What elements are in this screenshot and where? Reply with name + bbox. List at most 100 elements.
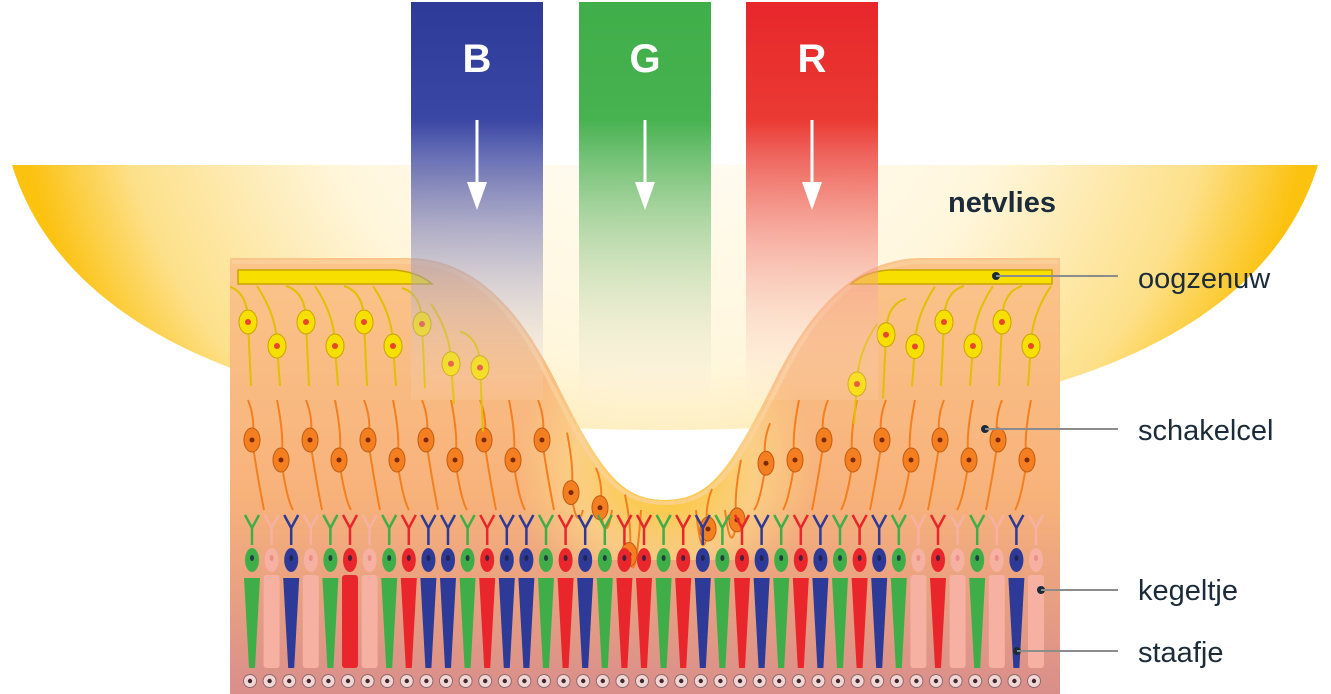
cone-cell: [381, 514, 398, 668]
label-rod-text: staafje: [1138, 637, 1223, 669]
pigment-cell: [458, 674, 473, 688]
pigment-cell: [341, 674, 355, 688]
connector-cell: [533, 399, 555, 511]
cone-cell: [694, 514, 711, 668]
pigment-cell: [517, 674, 532, 688]
pigment-cell: [556, 674, 571, 688]
rod-cell: [263, 514, 280, 668]
ganglion-cell: [343, 285, 374, 387]
label-rod: staafje: [1013, 637, 1223, 669]
pigment-cell: [752, 674, 767, 688]
bipolar-cell-layer: [243, 399, 1036, 569]
cone-cell: [851, 514, 868, 668]
pigment-cell: [419, 674, 434, 688]
cone-cell: [655, 514, 672, 668]
rod-cell: [910, 514, 927, 668]
arrow-down-icon: [467, 120, 487, 210]
pigment-cell: [360, 674, 375, 688]
pigment-cell: [537, 674, 551, 688]
pigment-cell: [968, 674, 983, 688]
pigment-cell: [889, 674, 904, 688]
ganglion-cell: [992, 285, 1023, 387]
beam-letter-r: R: [798, 37, 827, 81]
beam-g: G: [579, 2, 711, 400]
arrow-down-icon: [635, 120, 655, 210]
cone-cell: [675, 514, 692, 668]
connector-cell: [1014, 399, 1036, 511]
label-optic-nerve-text: oogzenuw: [1138, 263, 1271, 295]
label-cone: kegeltje: [1037, 575, 1238, 607]
ganglion-cell: [372, 285, 403, 387]
pigment-cell: [987, 674, 1002, 688]
cone-cell: [635, 514, 653, 668]
cone-cell: [733, 514, 751, 668]
cone-cell: [969, 514, 986, 668]
pigment-cell: [811, 674, 826, 688]
ganglion-cell: [1021, 285, 1052, 387]
beam-letter-b: B: [463, 37, 492, 81]
pigment-cell: [321, 674, 336, 688]
cone-cell: [890, 514, 907, 668]
pigment-cell: [380, 674, 395, 688]
pigment-cell: [282, 674, 297, 688]
connector-cell: [956, 399, 978, 511]
cone-cell: [420, 514, 437, 668]
rod-cell: [361, 514, 378, 668]
connector-cell: [330, 399, 352, 511]
pigment-cell: [831, 674, 845, 688]
arrow-down-icon: [802, 120, 822, 210]
connector-cell: [272, 399, 294, 511]
pigment-cell: [1007, 674, 1022, 688]
cone-cell: [283, 514, 300, 668]
connector-cell: [504, 399, 526, 511]
beam-letter-g: G: [629, 37, 660, 81]
cone-cell: [929, 514, 947, 668]
label-cone-text: kegeltje: [1138, 575, 1238, 607]
cone-cell: [831, 514, 849, 668]
connector-cell: [417, 399, 439, 511]
cone-cell: [1008, 514, 1025, 668]
pigment-cell: [909, 674, 924, 688]
cone-cell: [596, 514, 613, 668]
connector-cell: [562, 432, 584, 520]
rod-cell: [949, 514, 966, 668]
ganglion-cell: [963, 285, 994, 387]
rod-cell: [988, 514, 1005, 668]
pigment-cell: [733, 674, 747, 688]
cone-cell: [773, 514, 790, 668]
connector-cell: [811, 399, 833, 511]
cone-cell: [812, 514, 829, 668]
pigment-cell: [791, 674, 806, 688]
cone-cell: [518, 514, 535, 668]
rod-cell: [341, 514, 359, 668]
connector-cell: [869, 399, 891, 511]
optic-nerve-fibres: [237, 269, 1053, 285]
label-optic-nerve: oogzenuw: [992, 263, 1271, 295]
rod-cell: [1027, 514, 1045, 668]
cone-cell: [753, 514, 770, 668]
pigment-cell: [713, 674, 728, 688]
cone-cell: [537, 514, 555, 668]
beam-r: R: [746, 2, 878, 400]
ganglion-cell: [314, 285, 345, 387]
label-connector-cell-text: schakelcel: [1138, 415, 1273, 447]
ganglion-cell: [256, 285, 287, 387]
pigment-cell: [478, 674, 493, 688]
pigment-cell: [772, 674, 787, 688]
pigment-cell: [850, 674, 865, 688]
pigment-cell: [615, 674, 630, 688]
connector-cell: [388, 399, 410, 511]
pigment-cell-row: [243, 674, 1041, 688]
rod-cell: [302, 514, 319, 668]
ganglion-cell: [905, 285, 936, 387]
pigment-cell: [654, 674, 669, 688]
connector-cell: [985, 399, 1007, 511]
connector-cell: [927, 399, 949, 511]
connector-cell: [359, 399, 381, 511]
pigment-cell: [243, 674, 257, 688]
ganglion-cell: [230, 285, 258, 387]
pigment-cell: [870, 674, 885, 688]
cone-cell: [577, 514, 594, 668]
